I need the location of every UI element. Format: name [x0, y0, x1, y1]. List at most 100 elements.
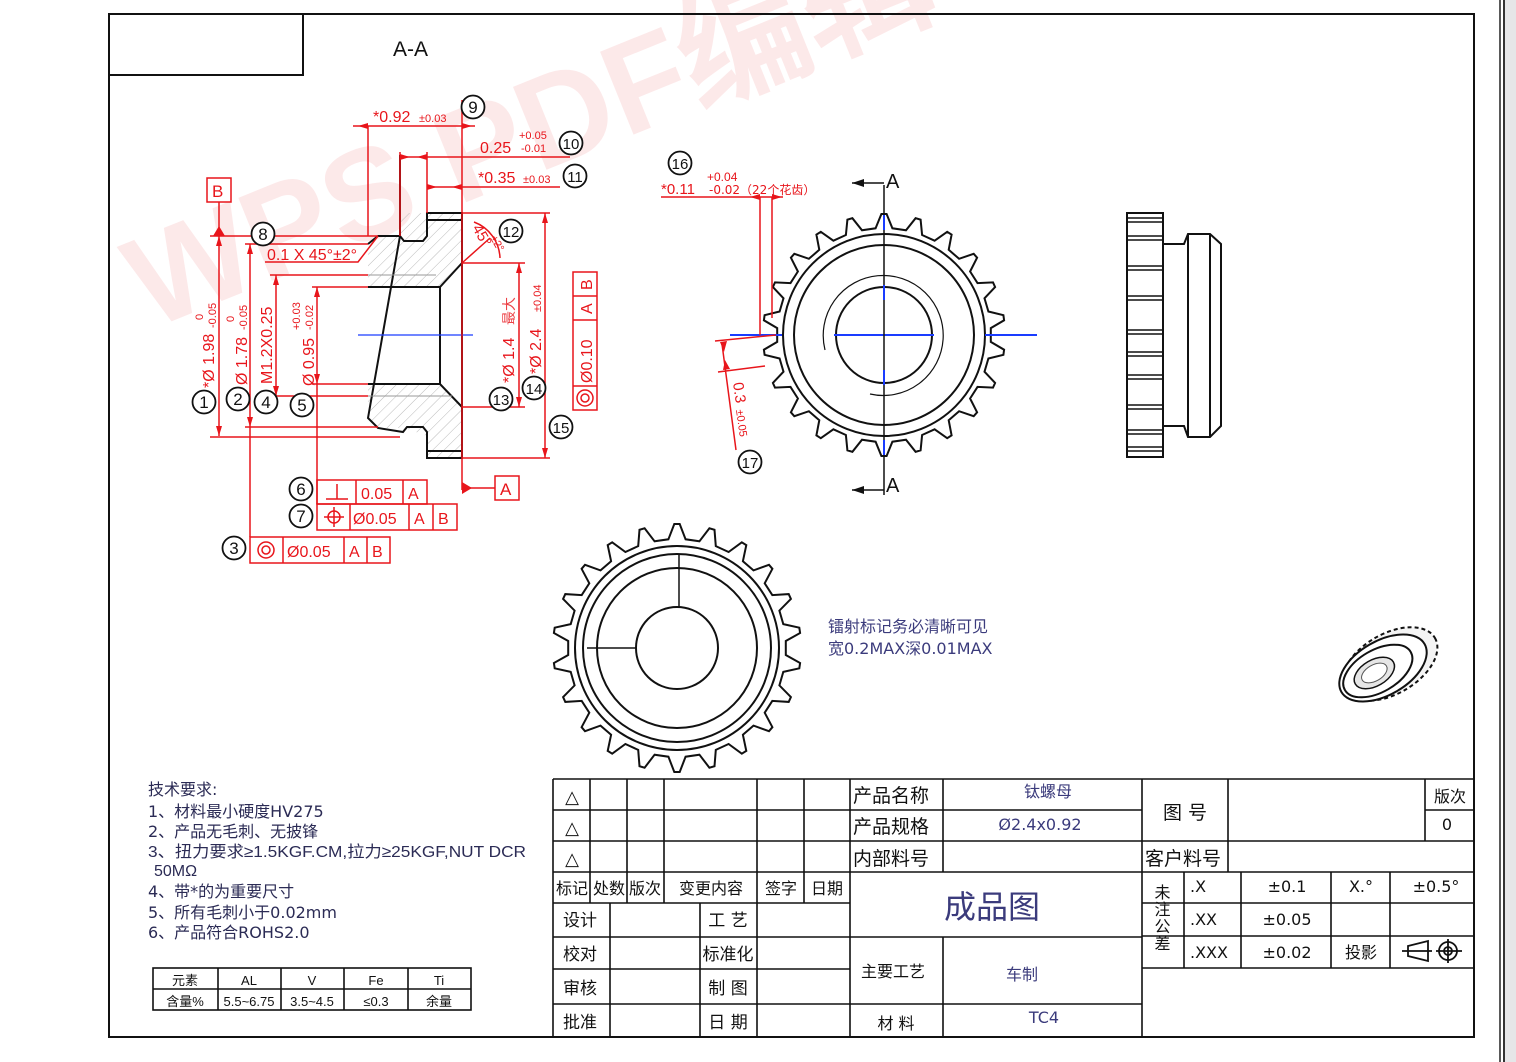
dim-2-lower: -0.05: [238, 305, 250, 330]
material-label: 材 料: [877, 1014, 914, 1033]
dim-16-value: *0.11: [661, 181, 695, 198]
dim-14-value: *Ø 2.4: [528, 329, 545, 374]
dim-17-tol: ±0.05: [733, 409, 749, 438]
section-mark-bottom: A: [886, 475, 900, 497]
datum-a: A: [500, 480, 512, 499]
side-view: [1126, 212, 1222, 458]
dimension-texts: *Ø 1.98 0 -0.05 Ø 1.78 0 -0.05 M1.2X0.25…: [194, 109, 550, 388]
rev-header: 处数: [593, 879, 625, 898]
fcf-3: Ø0.05 A B: [249, 536, 391, 564]
dim-1-upper: 0: [194, 314, 206, 320]
tolerance-cell: 投影: [1345, 943, 1377, 962]
label-product-name-label: 产品名称: [853, 785, 929, 807]
material-value: TC4: [1028, 1008, 1059, 1027]
laser-note-line1: 镭射标记务必清晰可见: [828, 617, 988, 636]
dim-5-value: Ø 0.95: [301, 338, 318, 386]
balloon-number: 3: [229, 539, 238, 558]
fcf-7: Ø0.05 A B: [316, 503, 458, 531]
balloon-1: [191, 389, 217, 415]
scrollbar[interactable]: [1503, 0, 1516, 1062]
role-label: 标准化: [703, 945, 754, 965]
dim-5-upper: +0.03: [291, 302, 303, 330]
projection-symbol-icon: [1402, 939, 1462, 963]
balloon-number: 10: [563, 136, 580, 153]
balloon-10: [558, 130, 584, 156]
tech-req-item: 6、产品符合ROHS2.0: [148, 923, 310, 942]
dim-5-lower: -0.02: [304, 305, 316, 330]
dim-10-lower: -0.01: [521, 143, 546, 155]
balloon-number: 16: [672, 156, 689, 173]
dim-10-value: 0.25: [480, 140, 511, 157]
tolerance-cell: .X: [1190, 877, 1206, 896]
fcf-6: 0.05 A: [316, 479, 428, 505]
dim-17-value: 0.3: [729, 381, 749, 404]
balloon-9: [460, 94, 486, 120]
fcf-3-ref2: B: [372, 544, 383, 561]
fcf-15: Ø0.10 A B: [572, 271, 598, 411]
balloon-6: [288, 476, 314, 502]
balloon-11: [562, 163, 588, 189]
fcf-15-ref2: B: [579, 279, 596, 290]
dim-8-value: 0.1 X 45°±2°: [267, 247, 357, 264]
balloon-number: 6: [296, 480, 305, 499]
tech-req-item: 3、扭力要求≥1.5KGF.CM,拉力≥25KGF,NUT DCR: [148, 843, 526, 861]
dim-9-value: *0.92: [373, 109, 410, 126]
balloon-number: 14: [526, 381, 543, 398]
dimension-lines: [210, 100, 570, 537]
balloon-number: 15: [553, 420, 570, 437]
balloon-number: 12: [503, 224, 520, 241]
dim-11-tol: ±0.03: [523, 174, 550, 186]
corner-box: [108, 13, 304, 76]
dim-9-tol: ±0.03: [419, 113, 446, 125]
fcf-15-tol: Ø0.10: [579, 339, 596, 383]
datum-a-box: [494, 475, 520, 501]
balloon-number: 2: [233, 390, 242, 409]
label-product-spec-label: 产品规格: [853, 816, 929, 838]
dim-2-upper: 0: [225, 316, 237, 322]
fcf-15-ref1: A: [579, 303, 596, 314]
tech-req-item: 1、材料最小硬度HV275: [148, 802, 324, 821]
dim-11-value: *0.35: [478, 170, 515, 187]
fcf-6-tol: 0.05: [361, 486, 392, 503]
balloon-4: [253, 389, 279, 415]
rev-header: 版次: [629, 879, 661, 898]
dim-1-lower: -0.05: [207, 303, 219, 328]
product-name-value: 钛螺母: [1024, 782, 1072, 801]
label-customer-no-label: 客户料号: [1145, 848, 1221, 870]
fcf-3-ref1: A: [349, 544, 360, 561]
tolerance-label: 未注公差: [1152, 884, 1171, 952]
drawing-frame: [108, 13, 1475, 1038]
composition-value: 5.5~6.75: [224, 994, 275, 1009]
label-internal-no-label: 内部料号: [853, 848, 929, 870]
process-label: 主要工艺: [861, 962, 925, 981]
process-value: 车制: [1006, 965, 1038, 984]
balloon-3: [221, 535, 247, 561]
composition-header: AL: [241, 973, 257, 988]
balloon-2: [225, 386, 251, 412]
dim-2-value: Ø 1.78: [234, 337, 251, 385]
fcf-3-tol: Ø0.05: [287, 544, 331, 561]
section-view: [358, 155, 473, 459]
balloon-number: 9: [468, 98, 477, 117]
rear-view: [552, 523, 802, 773]
datum-b: B: [212, 182, 223, 201]
role-label: 设计: [563, 911, 597, 931]
drawing-no-label: 图 号: [1163, 802, 1207, 824]
fcf-7-tol: Ø0.05: [353, 511, 397, 528]
version-value: 0: [1442, 815, 1452, 834]
composition-header: Ti: [434, 973, 444, 988]
balloon-number: 13: [493, 392, 510, 409]
role-label: 制 图: [708, 979, 747, 999]
product-spec-value: Ø2.4x0.92: [998, 815, 1081, 834]
tech-req-item: 2、产品无毛刺、无披锋: [148, 822, 318, 841]
tech-req-item: 50MΩ: [154, 863, 197, 880]
composition-header: 元素: [172, 973, 198, 988]
dim-4-value: M1.2X0.25: [259, 307, 276, 384]
tech-requirements: 技术要求: 1、材料最小硬度HV275 2、产品无毛刺、无披锋 3、扭力要求≥1…: [148, 780, 526, 942]
balloon-number: 11: [567, 169, 583, 186]
fcf-7-ref1: A: [414, 511, 425, 528]
balloon-12: [498, 218, 524, 244]
